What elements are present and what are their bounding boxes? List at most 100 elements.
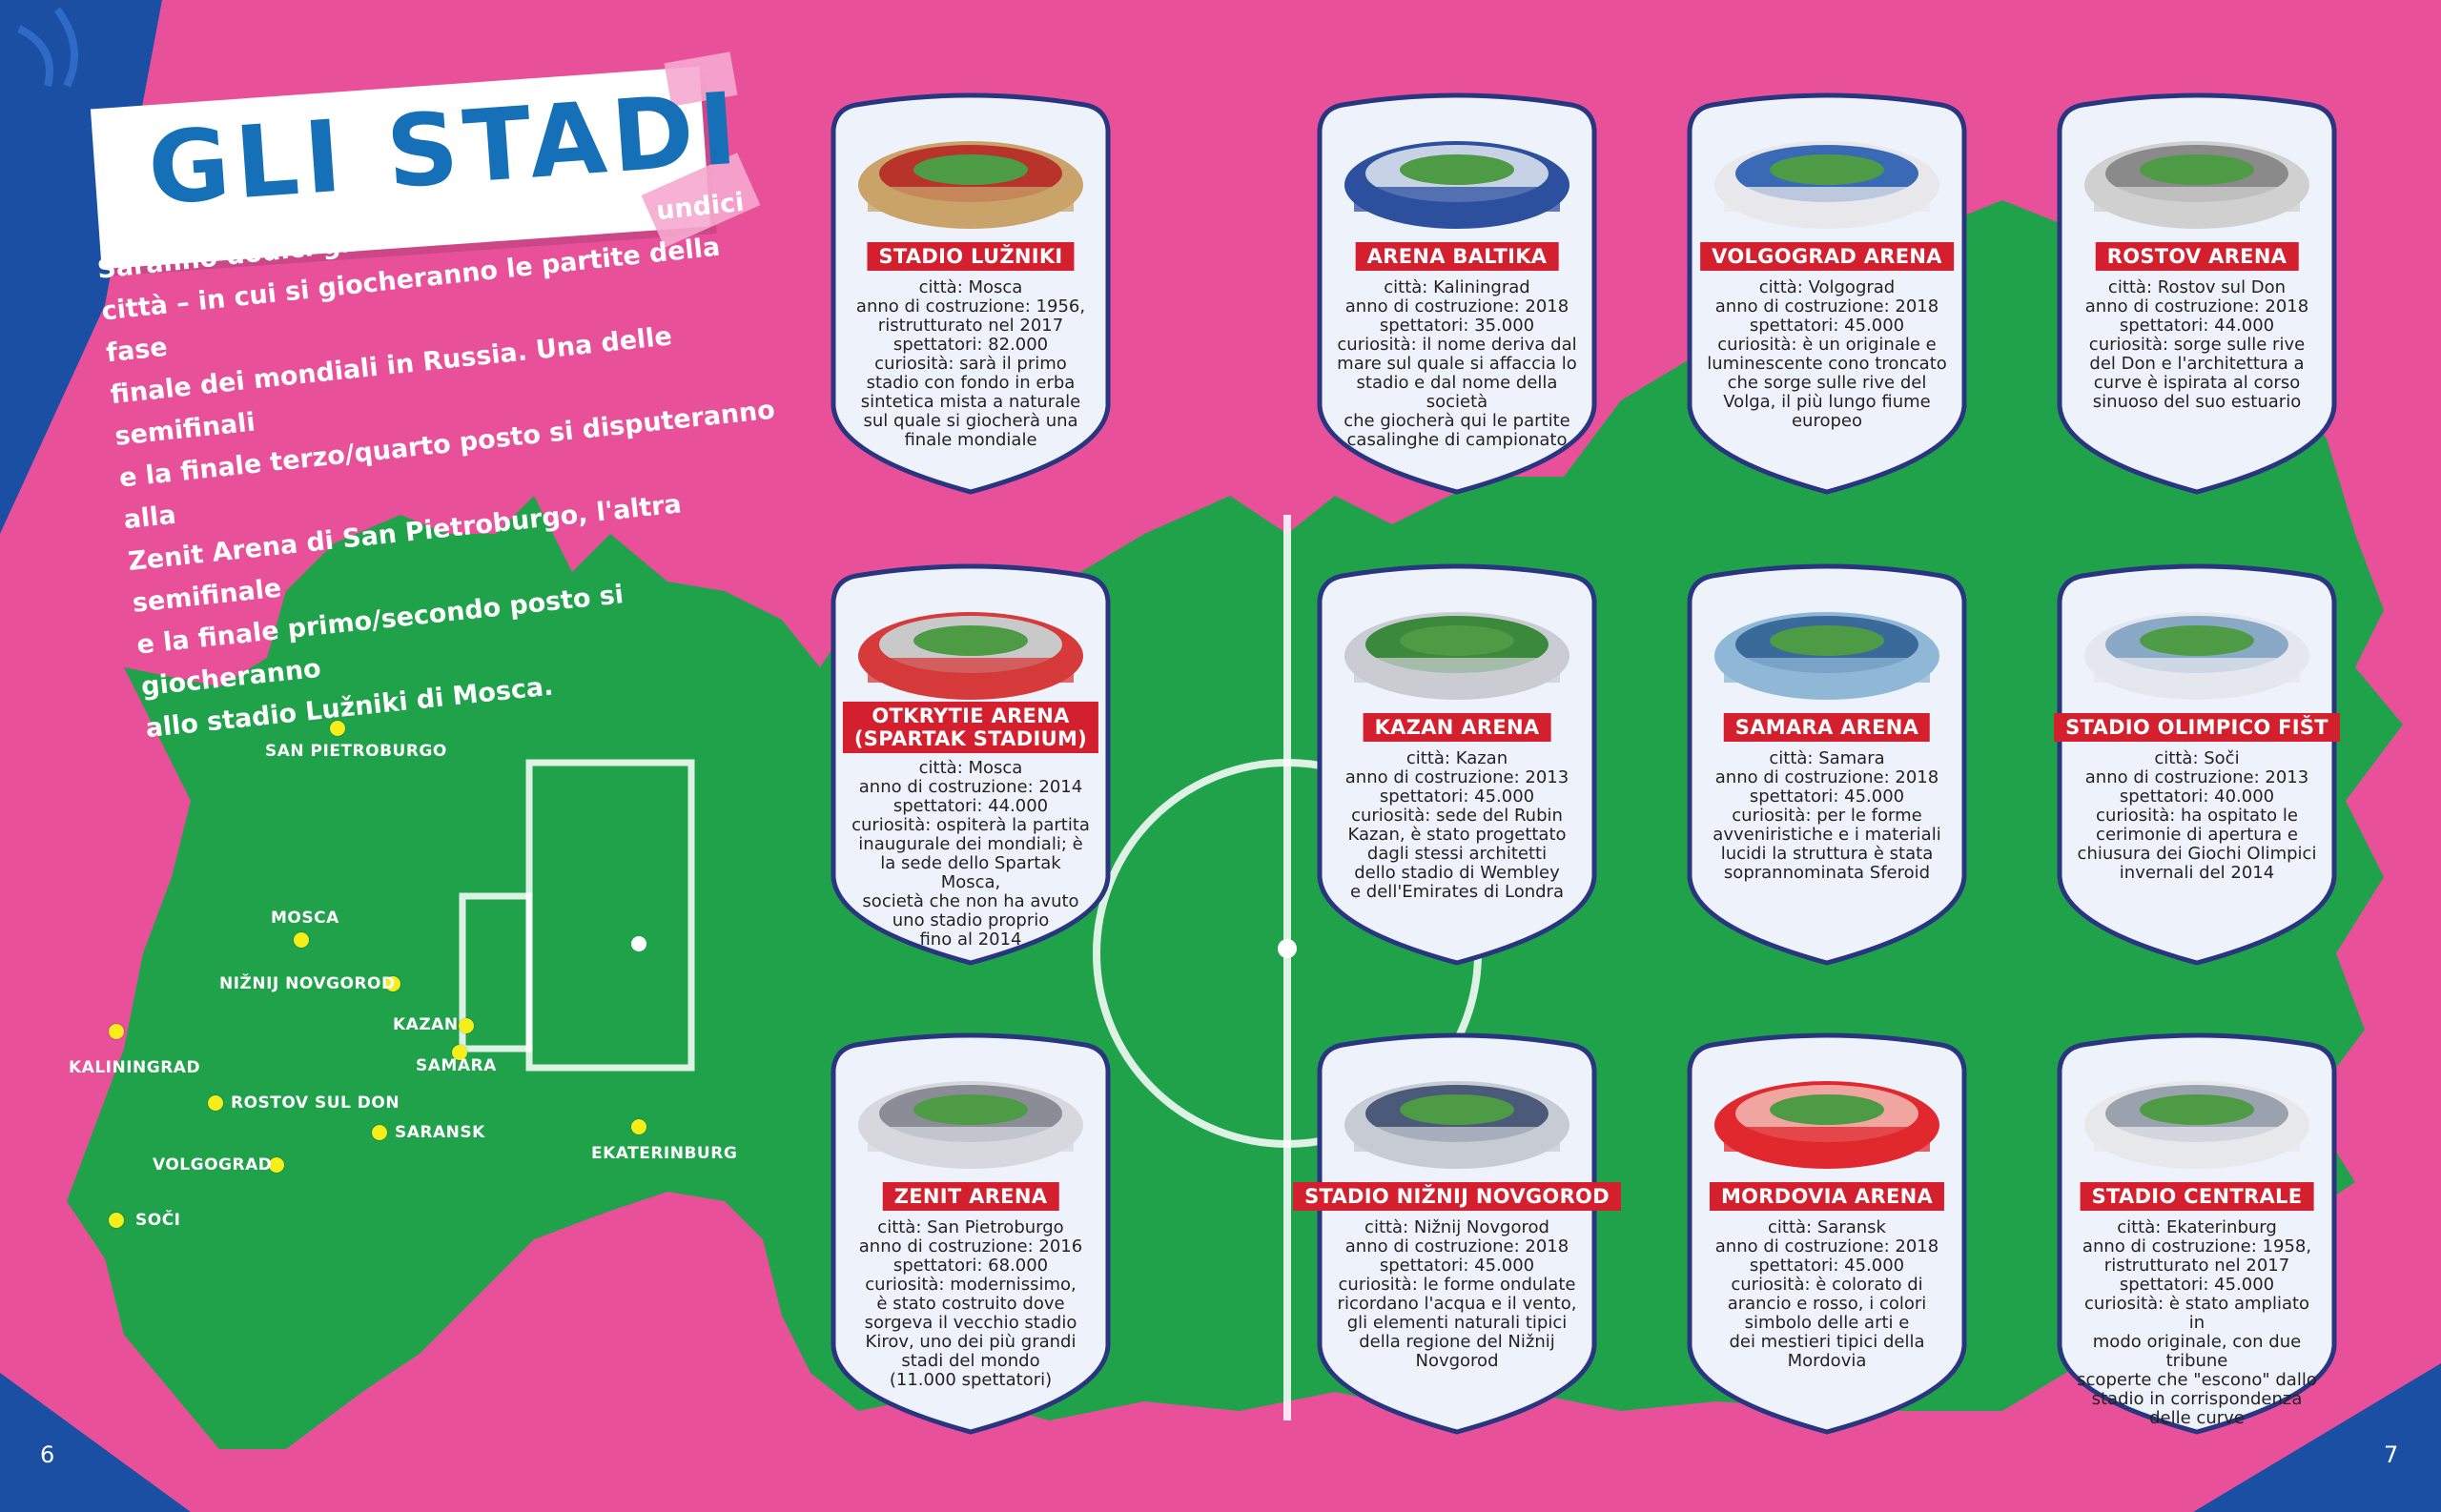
stadium-info-line: fino al 2014 <box>919 930 1022 950</box>
stadium-info-line: finale mondiale <box>904 430 1037 450</box>
city-label-samara: SAMARA <box>416 1056 497 1075</box>
city-dot-san-pietroburgo <box>330 721 345 736</box>
stadium-info-line: città: Kazan <box>1405 748 1508 768</box>
stadium-illustration <box>2084 612 2309 700</box>
city-label-ekaterinburg: EKATERINBURG <box>591 1144 738 1163</box>
city-dot-samara <box>452 1045 467 1060</box>
stadium-info-line: dei mestieri tipici della <box>1729 1332 1925 1352</box>
city-label-saransk: SARANSK <box>395 1123 485 1142</box>
stadium-info-line: scoperte che "escono" dallo <box>2077 1370 2317 1390</box>
stadium-info-line: spettatori: 45.000 <box>1749 787 1905 807</box>
stadium-info-line: stadi del mondo <box>901 1351 1040 1371</box>
stadium-info-line: spettatori: 45.000 <box>2119 1275 2275 1295</box>
stadium-info-line: curiosità: è un originale e <box>1717 335 1937 355</box>
stadium-name-badge: VOLGOGRAD ARENA <box>1700 242 1954 271</box>
stadium-info-line: curiosità: è stato ampliato in <box>2083 1294 2310 1333</box>
stadium-info-line: anno di costruzione: 2013 <box>2084 767 2309 787</box>
stadium-info-line: anno di costruzione: 2018 <box>1714 767 1939 787</box>
stadium-info-line: anno di costruzione: 2013 <box>1344 767 1569 787</box>
stadium-info-line: spettatori: 44.000 <box>892 796 1049 816</box>
stadium-info-line: inaugurale dei mondiali; è <box>858 834 1083 854</box>
stadium-info-line: ristrutturato nel 2017 <box>877 316 1064 336</box>
stadium-info-line: che sorge sulle rive del <box>1727 373 1927 393</box>
stadium-info-line: curiosità: è colorato di <box>1731 1275 1923 1295</box>
stadium-info-line: spettatori: 82.000 <box>892 335 1049 355</box>
stadium-info-line: sintetica mista a naturale <box>860 392 1081 412</box>
stadium-info-line: del Don e l'architettura a <box>2089 354 2305 374</box>
stadium-card: OTKRYTIE ARENA (SPARTAK STADIUM)città: M… <box>828 562 1114 971</box>
stadium-info-line: che giocherà qui le partite <box>1344 411 1570 431</box>
stadium-info-line: stadio con fondo in erba <box>866 373 1076 393</box>
stadium-info-line: modo originale, con due tribune <box>2092 1332 2302 1371</box>
stadium-illustration <box>1344 612 1569 700</box>
stadium-info-line: (11.000 spettatori) <box>889 1370 1053 1390</box>
stadium-info-line: Novgorod <box>1415 1351 1499 1371</box>
stadium-info-line: città: Volgograd <box>1758 277 1896 297</box>
stadium-info-line: dello stadio di Wembley <box>1354 863 1560 883</box>
stadium-info-line: città: Mosca <box>918 277 1023 297</box>
stadium-info-line: città: Ekaterinburg <box>2117 1217 2277 1237</box>
stadium-info-line: dagli stessi architetti <box>1366 844 1548 864</box>
city-label-mosca: MOSCA <box>271 909 339 928</box>
stadium-info-line: Kirov, uno dei più grandi <box>865 1332 1077 1352</box>
stadium-info-line: uno stadio proprio <box>892 910 1050 930</box>
stadium-info-line: stadio e dal nome della società <box>1356 373 1558 412</box>
stadium-name-badge: KAZAN ARENA <box>1363 713 1551 742</box>
stadium-info-line: città: Kaliningrad <box>1384 277 1530 297</box>
stadium-info-line: chiusura dei Giochi Olimpici <box>2077 844 2317 864</box>
stadium-info-line: sinuoso del suo estuario <box>2092 392 2302 412</box>
stadium-info-line: città: Soči <box>2154 748 2240 768</box>
stadium-info-line: spettatori: 45.000 <box>1379 1256 1535 1276</box>
stadium-info-line: è stato costruito dove <box>876 1294 1065 1314</box>
stadium-info-line: anno di costruzione: 2018 <box>1344 1236 1569 1257</box>
stadium-info-line: curiosità: le forme ondulate <box>1338 1275 1576 1295</box>
stadium-info-line: anno di costruzione: 2018 <box>2084 296 2309 317</box>
stadium-info-line: città: Nižnij Novgorod <box>1364 1217 1549 1237</box>
stadium-info-line: avveniristiche e i materiali <box>1713 825 1941 845</box>
stadium-info-line: curiosità: modernissimo, <box>865 1275 1077 1295</box>
bottom-right-blue-corner <box>2193 1363 2441 1512</box>
city-dot-kaliningrad <box>109 1024 124 1039</box>
bottom-left-blue-corner <box>0 1373 191 1512</box>
stadium-info-line: ricordano l'acqua e il vento, <box>1337 1294 1577 1314</box>
city-dot-volgograd <box>269 1157 284 1173</box>
stadium-illustration <box>1714 1081 1939 1169</box>
stadium-info-line: lucidi la struttura è stata <box>1720 844 1934 864</box>
stadium-info-line: casalinghe di campionato <box>1346 430 1568 450</box>
stadium-info-line: società che non ha avuto <box>862 891 1079 911</box>
stadium-info-line: arancio e rosso, i colori <box>1727 1294 1927 1314</box>
stadium-info-line: simbolo delle arti e <box>1744 1313 1910 1333</box>
stadium-illustration <box>1714 612 1939 700</box>
stadium-illustration <box>858 612 1083 700</box>
stadium-info-line: sul quale si giocherà una <box>863 411 1078 431</box>
stadium-info-line: città: Rostov sul Don <box>2107 277 2287 297</box>
stadium-info-line: sorgeva il vecchio stadio <box>864 1313 1077 1333</box>
stadium-info-line: ristrutturato nel 2017 <box>2103 1256 2290 1276</box>
stadium-info-line: spettatori: 40.000 <box>2119 787 2275 807</box>
city-label-san-pietroburgo: SAN PIETROBURGO <box>265 742 447 761</box>
city-label-kaliningrad: KALININGRAD <box>69 1058 201 1077</box>
city-dot-niznij-novgorod <box>385 976 400 991</box>
page-number-left: 6 <box>40 1441 55 1468</box>
stadium-info-line: mare sul quale si affaccia lo <box>1337 354 1577 374</box>
stadium-illustration <box>1344 141 1569 229</box>
city-dot-rostov-sul-don <box>208 1095 223 1111</box>
stadium-info-line: Mordovia <box>1787 1351 1867 1371</box>
stadium-info-line: città: Saransk <box>1768 1217 1886 1237</box>
stadium-illustration <box>858 141 1083 229</box>
stadium-info-line: anno di costruzione: 2014 <box>858 777 1083 797</box>
